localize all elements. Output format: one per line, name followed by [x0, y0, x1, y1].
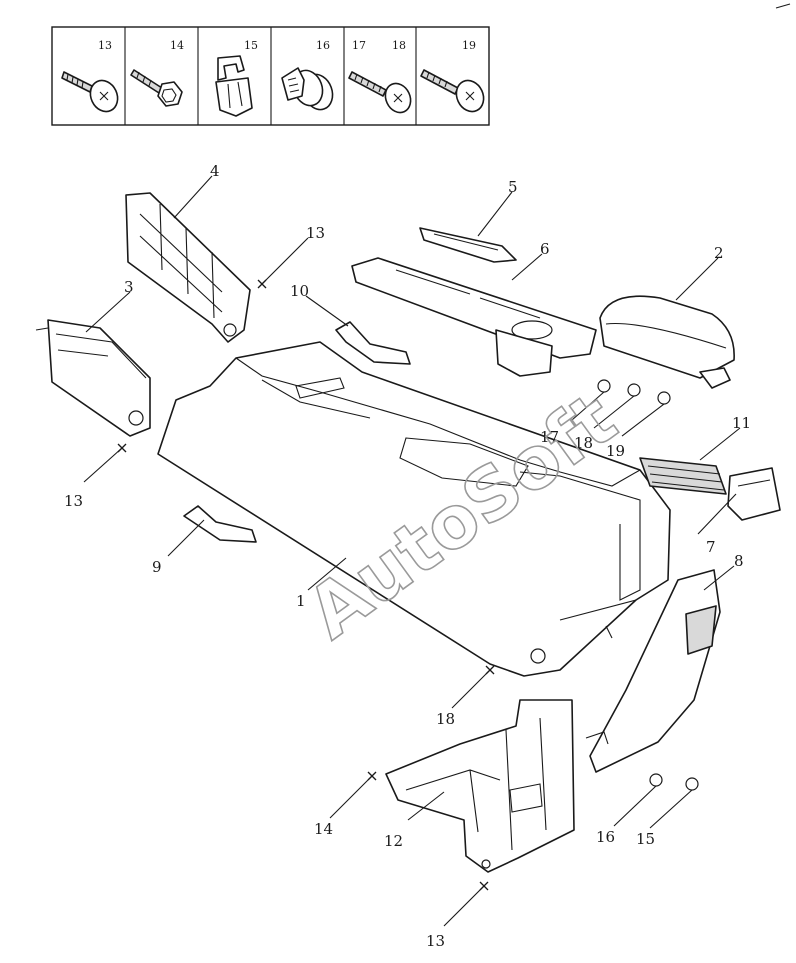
part-5-bezel [419, 227, 517, 263]
part-6-top-trim [351, 257, 597, 377]
fastener-num-14: 14 [170, 39, 184, 52]
fastener-num-19: 19 [462, 39, 476, 52]
part-10-bracket [335, 321, 411, 365]
washer-19 [657, 391, 671, 405]
part-1-console-body [157, 341, 671, 677]
fastener-num-18: 18 [392, 39, 406, 52]
callout-6: 6 [540, 240, 550, 258]
callout-13-top: 13 [306, 224, 325, 242]
corner-mark [775, 3, 791, 9]
clip-icon [215, 55, 253, 117]
fastener-table: 13 14 15 16 17 18 19 [51, 26, 490, 126]
callout-labels: 1 2 3 4 5 6 7 8 9 10 11 12 13 13 13 14 1… [64, 162, 751, 950]
callout-14: 14 [314, 820, 333, 838]
screw-icon [420, 69, 485, 113]
callout-9: 9 [152, 558, 162, 576]
fastener-num-15: 15 [244, 39, 258, 52]
screw-icon [61, 71, 119, 113]
fastener-num-16: 16 [316, 39, 330, 52]
part-8-side-panel [585, 569, 721, 773]
callout-13-bottom: 13 [426, 932, 445, 950]
part-3-side-lid [35, 319, 151, 437]
part-12-support-bracket [385, 699, 575, 873]
callout-12: 12 [384, 832, 403, 850]
part-4-rear-panel [125, 192, 251, 343]
callout-8: 8 [734, 552, 744, 570]
callout-10: 10 [290, 282, 309, 300]
part-7-cover [727, 467, 781, 521]
part-11-mat [639, 457, 727, 495]
callout-5: 5 [508, 178, 518, 196]
callout-4: 4 [210, 162, 220, 180]
callout-7: 7 [706, 538, 716, 556]
callout-17: 17 [540, 428, 559, 446]
callout-15: 15 [636, 830, 655, 848]
callout-1: 1 [296, 592, 306, 610]
fastener-num-17: 17 [352, 39, 366, 52]
part-2-armrest [599, 295, 735, 389]
callout-16: 16 [596, 828, 615, 846]
fastener-num-13: 13 [98, 39, 112, 52]
callout-18-top: 18 [574, 434, 593, 452]
bolt-icon [130, 69, 183, 107]
callout-19: 19 [606, 442, 625, 460]
tapping-screw-icon [348, 71, 412, 114]
washer-15 [685, 777, 699, 791]
push-rivet-icon [281, 67, 334, 111]
callout-13-left: 13 [64, 492, 83, 510]
callout-3: 3 [124, 278, 134, 296]
callout-11: 11 [732, 414, 751, 432]
washer-18 [627, 383, 641, 397]
leader-lines [83, 175, 741, 927]
washer-17 [597, 379, 611, 393]
callout-2: 2 [714, 244, 724, 262]
callout-18-bottom: 18 [436, 710, 455, 728]
part-9-bracket [183, 505, 257, 543]
washer-16 [649, 773, 663, 787]
